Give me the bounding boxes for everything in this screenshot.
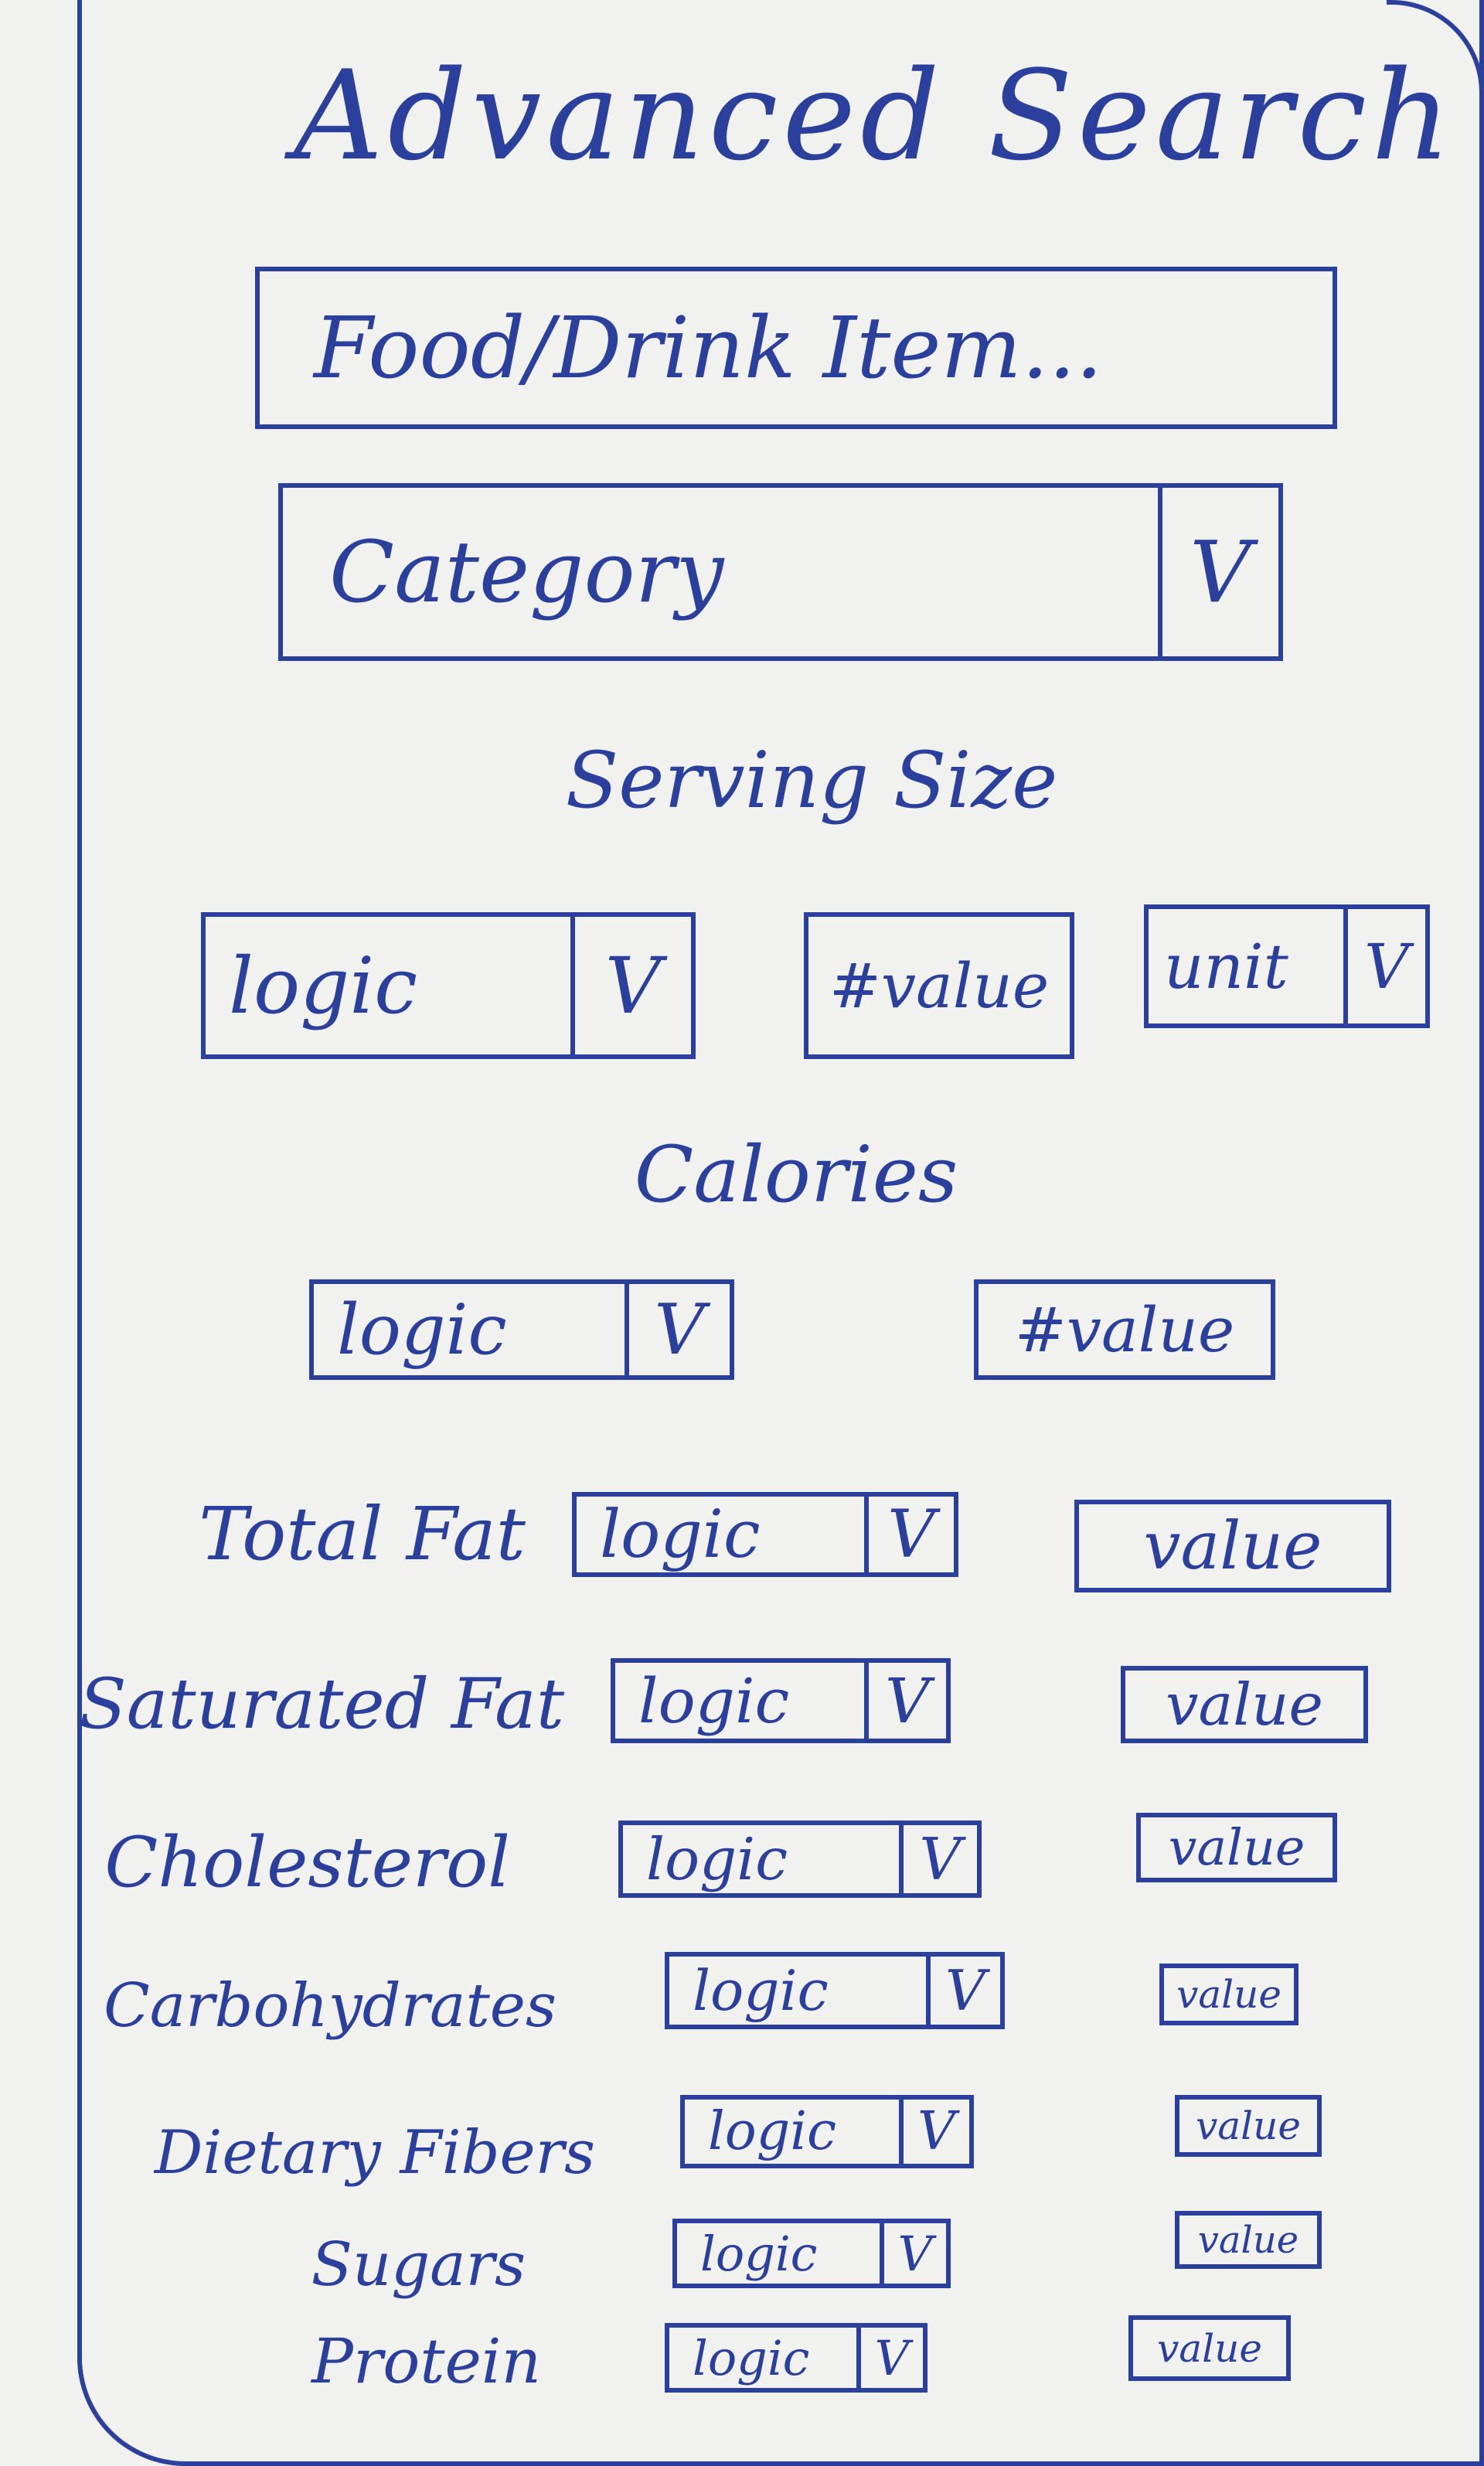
protein-logic-label: logic	[693, 2329, 810, 2386]
food-drink-search-input[interactable]: Food/Drink Item...	[255, 267, 1337, 429]
protein-value-placeholder: value	[1157, 2325, 1262, 2371]
cholesterol-logic-label: logic	[646, 1825, 788, 1893]
protein-value-input[interactable]: value	[1128, 2315, 1291, 2381]
chevron-down-icon[interactable]: V	[856, 2328, 923, 2388]
dietary-fibers-value-input[interactable]: value	[1175, 2095, 1322, 2157]
nutrient-label-saturated-fat: Saturated Fat	[79, 1664, 564, 1745]
chevron-down-icon[interactable]: V	[864, 1497, 954, 1572]
dietary-fibers-value-placeholder: value	[1196, 2103, 1301, 2148]
cholesterol-value-input[interactable]: value	[1136, 1813, 1337, 1882]
calories-value-input[interactable]: #value	[974, 1279, 1275, 1380]
nutrient-label-carbohydrates: Carbohydrates	[104, 1971, 556, 2041]
carbohydrates-value-input[interactable]: value	[1159, 1964, 1298, 2025]
nutrient-label-total-fat: Total Fat	[199, 1492, 526, 1577]
total-fat-value-placeholder: value	[1143, 1507, 1322, 1585]
calories-logic-label: logic	[337, 1289, 507, 1371]
chevron-down-icon[interactable]: V	[570, 917, 691, 1054]
serving-size-unit-label: unit	[1164, 930, 1288, 1003]
serving-size-logic-label: logic	[229, 940, 418, 1031]
sugars-logic-label: logic	[700, 2225, 818, 2282]
chevron-down-icon[interactable]: V	[1343, 909, 1425, 1024]
category-dropdown-label: Category	[329, 523, 724, 622]
saturated-fat-value-input[interactable]: value	[1121, 1666, 1368, 1743]
serving-size-unit-dropdown[interactable]: unit V	[1144, 904, 1430, 1028]
carbohydrates-logic-dropdown[interactable]: logic V	[665, 1952, 1005, 2029]
chevron-down-icon[interactable]: V	[1158, 488, 1278, 656]
chevron-down-icon[interactable]: V	[899, 2100, 969, 2164]
total-fat-logic-label: logic	[600, 1496, 761, 1573]
total-fat-logic-dropdown[interactable]: logic V	[572, 1492, 958, 1577]
saturated-fat-value-placeholder: value	[1166, 1671, 1323, 1739]
serving-size-value-input[interactable]: #value	[804, 912, 1074, 1059]
cholesterol-logic-dropdown[interactable]: logic V	[618, 1821, 982, 1898]
saturated-fat-logic-dropdown[interactable]: logic V	[611, 1658, 951, 1743]
calories-logic-dropdown[interactable]: logic V	[309, 1279, 734, 1380]
chevron-down-icon[interactable]: V	[625, 1284, 730, 1375]
serving-size-logic-dropdown[interactable]: logic V	[201, 912, 696, 1059]
nutrient-label-dietary-fibers: Dietary Fibers	[154, 2118, 595, 2188]
carbohydrates-logic-label: logic	[693, 1958, 829, 2023]
total-fat-value-input[interactable]: value	[1074, 1500, 1391, 1592]
protein-logic-dropdown[interactable]: logic V	[665, 2323, 928, 2393]
dietary-fibers-logic-label: logic	[708, 2101, 837, 2162]
saturated-fat-logic-label: logic	[638, 1664, 790, 1737]
serving-size-value-placeholder: #value	[829, 949, 1050, 1022]
serving-size-heading: Serving Size	[565, 735, 1058, 826]
search-placeholder: Food/Drink Item...	[314, 298, 1103, 397]
sugars-value-input[interactable]: value	[1175, 2211, 1322, 2269]
sugars-value-placeholder: value	[1197, 2218, 1299, 2262]
cholesterol-value-placeholder: value	[1168, 1818, 1305, 1877]
category-dropdown[interactable]: Category V	[278, 483, 1283, 661]
nutrient-label-cholesterol: Cholesterol	[104, 1822, 510, 1903]
chevron-down-icon[interactable]: V	[864, 1663, 946, 1739]
dietary-fibers-logic-dropdown[interactable]: logic V	[680, 2095, 974, 2168]
nutrient-label-sugars: Sugars	[311, 2230, 526, 2300]
calories-heading: Calories	[634, 1129, 958, 1220]
nutrient-label-protein: Protein	[311, 2325, 541, 2397]
chevron-down-icon[interactable]: V	[899, 1825, 977, 1893]
page-title: Advanced Search	[294, 43, 1456, 188]
calories-value-placeholder: #value	[1014, 1293, 1235, 1366]
sugars-logic-dropdown[interactable]: logic V	[672, 2219, 951, 2288]
chevron-down-icon[interactable]: V	[926, 1957, 1000, 2025]
carbohydrates-value-placeholder: value	[1176, 1972, 1281, 2017]
chevron-down-icon[interactable]: V	[880, 2223, 946, 2284]
